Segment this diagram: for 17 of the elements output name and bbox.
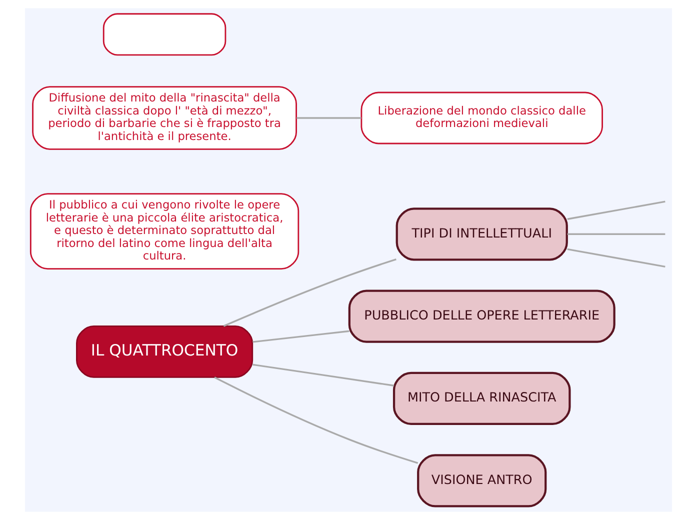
connector [566,200,665,220]
node-box: Liberazione del mondo classico dalle deformazioni medievali [360,92,602,144]
connector [222,258,396,327]
connector [566,248,665,268]
node-box [102,13,226,56]
node-box: TIPI DI INTELLETTUALI [395,208,568,261]
node-box: IL QUATTROCENTO [76,326,253,378]
connector [214,376,418,464]
connector [296,117,361,119]
node-box: MITO DELLA RINASCITA [392,372,570,426]
node-box: VISIONE ANTRO [416,454,546,508]
node-box: Diffusione del mito della "rinascita" della civiltà classica dopo l' "età di mezzo", periodo di barbarie che si è frapposto tra l'antichità e il presente. [32,86,296,150]
connector [252,364,394,386]
connector [566,233,665,235]
node-box: PUBBLICO DELLE OPERE LETTERARIE [348,290,615,343]
connector [252,330,349,343]
node-box: Il pubblico a cui vengono rivolte le opere letterarie è una piccola élite aristocratica, e questo è determinato soprattutto dal ritorno del latino come lingua dell'alta cultura. [29,193,299,270]
